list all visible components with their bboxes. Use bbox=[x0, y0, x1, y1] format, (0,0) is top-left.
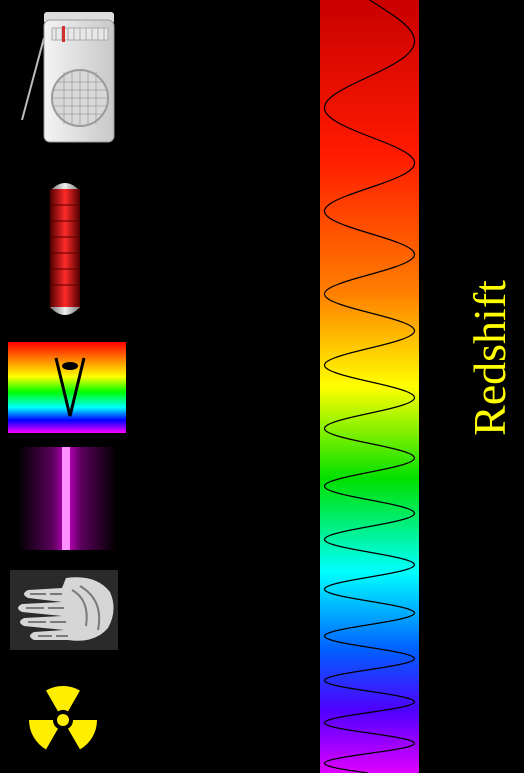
xray-hand-icon bbox=[10, 570, 118, 650]
radiation-trefoil-icon bbox=[28, 680, 98, 760]
radio-icon bbox=[18, 8, 116, 146]
electromagnetic-spectrum-bar bbox=[320, 0, 419, 773]
infrared-lamp-icon bbox=[44, 175, 86, 323]
visible-light-eye-icon bbox=[8, 342, 126, 433]
ultraviolet-lamp-icon bbox=[18, 447, 116, 550]
redshift-label: Redshift bbox=[467, 280, 513, 436]
spectrum-gradient bbox=[320, 0, 419, 773]
